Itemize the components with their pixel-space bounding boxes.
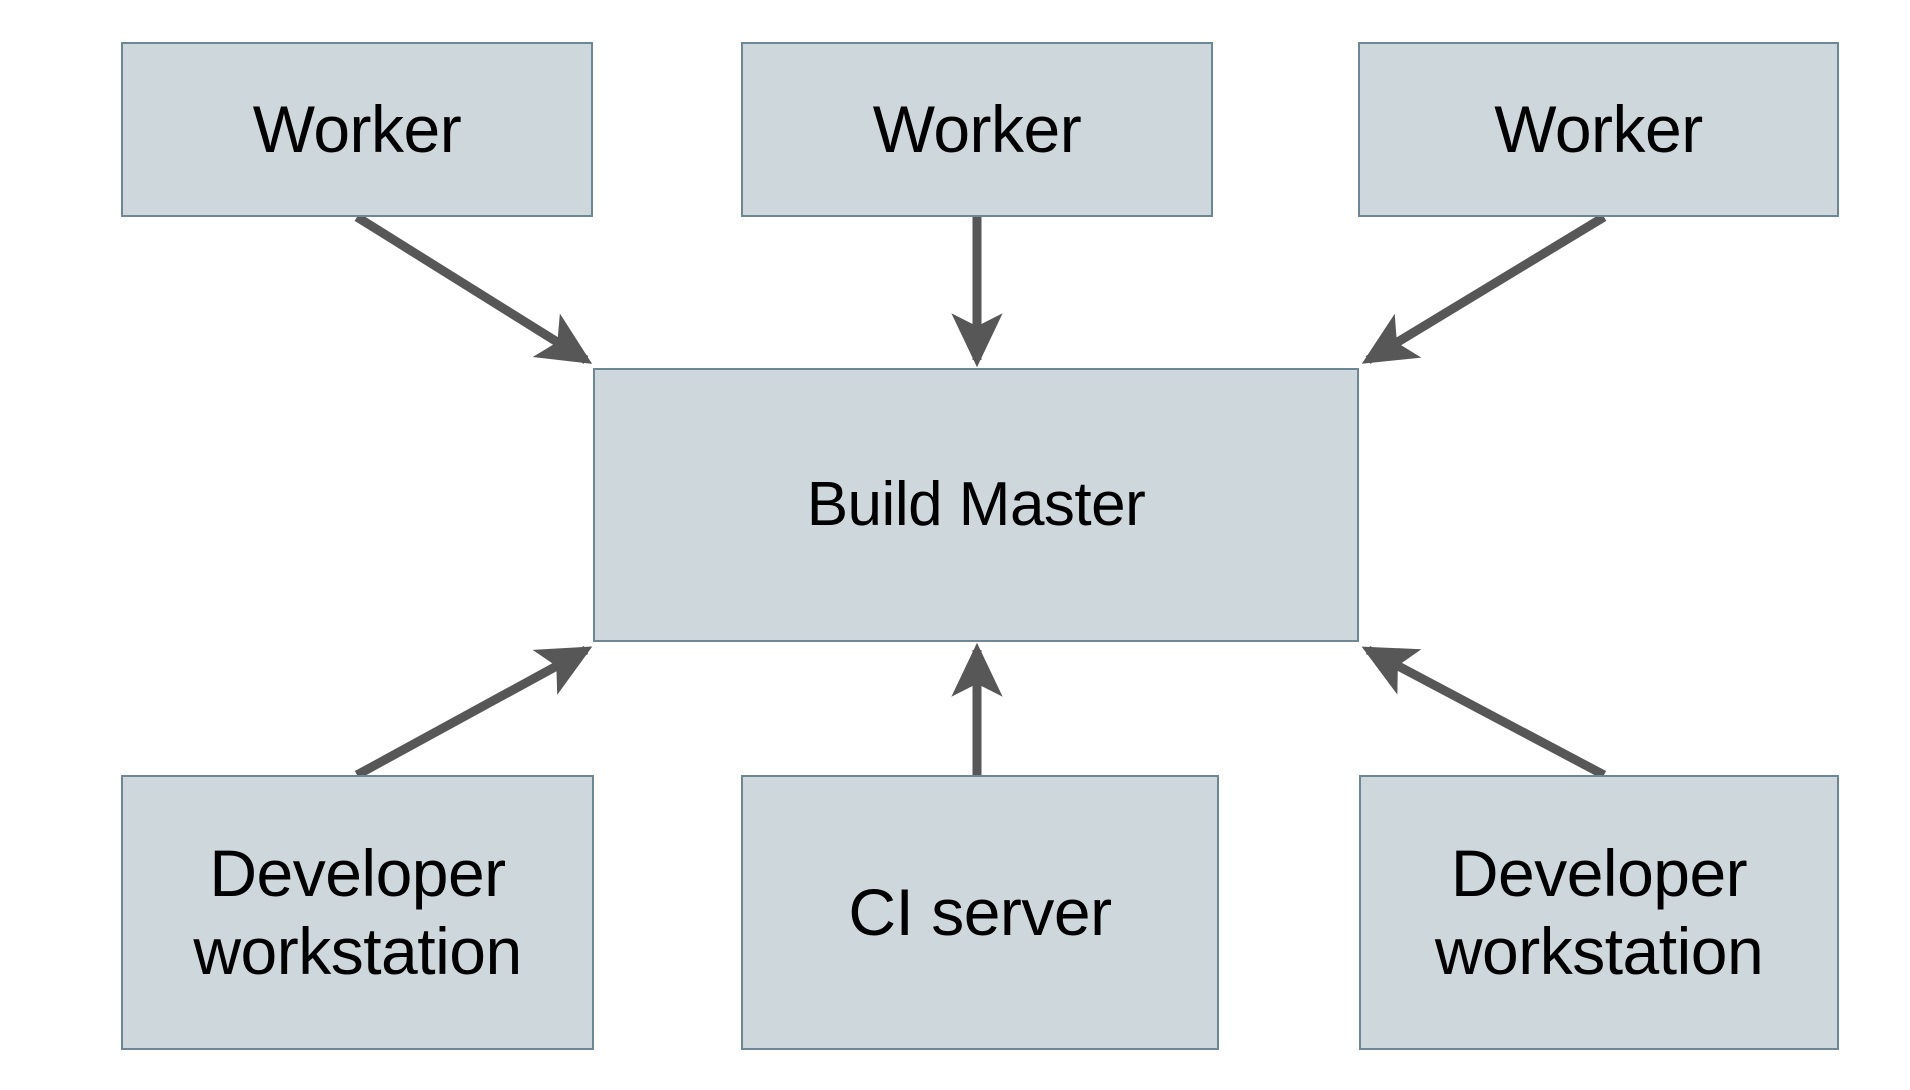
node-dev-workstation-left[interactable]: Developer workstation [121, 775, 594, 1050]
node-ci-server-label: CI server [848, 874, 1112, 949]
node-ci-server[interactable]: CI server [741, 775, 1219, 1050]
node-worker-2-label: Worker [872, 91, 1082, 166]
edge-dev-workstation-right-to-build-master [1361, 646, 1607, 779]
node-build-master-label: Build Master [806, 470, 1146, 540]
edge-worker-1-to-build-master [354, 213, 593, 364]
node-worker-2[interactable]: Worker [741, 42, 1213, 217]
node-dev-workstation-right-label: Developer workstation [1434, 835, 1764, 988]
node-worker-3[interactable]: Worker [1358, 42, 1839, 217]
node-dev-workstation-left-label: Developer workstation [193, 835, 522, 988]
node-build-master[interactable]: Build Master [593, 368, 1359, 642]
node-worker-3-label: Worker [1494, 91, 1703, 166]
node-dev-workstation-right[interactable]: Developer workstation [1359, 775, 1839, 1050]
node-worker-1[interactable]: Worker [121, 42, 593, 217]
edge-dev-workstation-left-to-build-master [354, 646, 593, 779]
node-worker-1-label: Worker [252, 91, 462, 166]
edge-worker-3-to-build-master [1361, 213, 1607, 364]
